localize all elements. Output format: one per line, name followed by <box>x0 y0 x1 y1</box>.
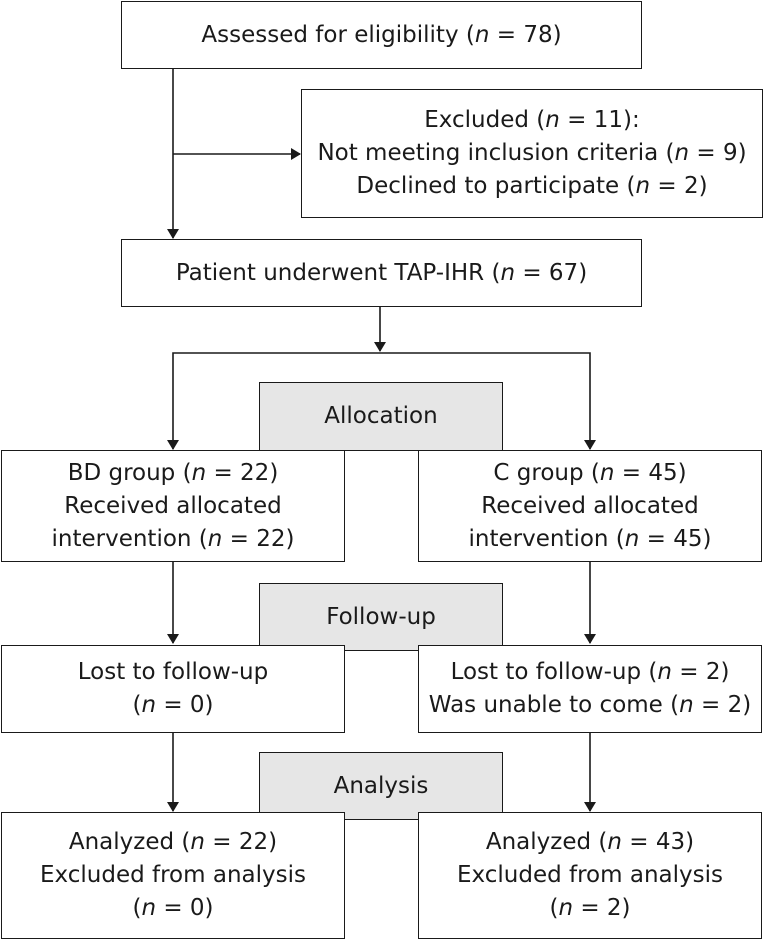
line-text-pre: Allocation <box>324 403 438 429</box>
underwent-line-1: Patient underwent TAP-IHR (n = 67) <box>176 257 587 290</box>
line-text-pre: Lost to follow-up ( <box>450 659 658 685</box>
line-text-pre: Analyzed ( <box>485 829 608 855</box>
n-symbol: n <box>674 140 690 166</box>
c-group-line-1: C group (n = 45) <box>493 457 686 490</box>
n-symbol: n <box>141 692 157 718</box>
assessed-line-1: Assessed for eligibility (n = 78) <box>201 19 561 52</box>
allocation-line-1: Allocation <box>324 400 437 433</box>
bd-analyzed-line-3: (n = 0) <box>132 892 213 925</box>
line-text-post: = 0) <box>156 895 214 921</box>
line-text-post: = 45) <box>639 525 712 552</box>
line-text-pre: Received allocated <box>64 492 282 519</box>
n-symbol: n <box>558 895 574 921</box>
line-text-pre: Patient underwent TAP-IHR ( <box>175 259 501 286</box>
followup-stage-box: Follow-up <box>259 583 503 651</box>
line-text-pre: ( <box>549 895 559 921</box>
line-text-post: = 0) <box>156 692 214 718</box>
n-symbol: n <box>474 21 490 48</box>
bd-group-line-3: intervention (n = 22) <box>52 523 295 556</box>
excluded-line-2: Not meeting inclusion criteria (n = 9) <box>317 137 746 170</box>
line-text-pre: Excluded from analysis <box>457 862 723 888</box>
underwent-box: Patient underwent TAP-IHR (n = 67) <box>121 239 642 307</box>
line-text-pre: Not meeting inclusion criteria ( <box>317 140 675 166</box>
line-text-pre: Analyzed ( <box>68 829 191 855</box>
line-text-pre: ( <box>132 692 142 718</box>
line-text-pre: Received allocated <box>481 492 699 519</box>
n-symbol: n <box>599 459 615 486</box>
n-symbol: n <box>679 692 694 718</box>
line-text-post: = 2) <box>650 173 708 199</box>
bd-analyzed-box: Analyzed (n = 22)Excluded from analysis(… <box>1 812 345 939</box>
assessed-box: Assessed for eligibility (n = 78) <box>121 1 642 69</box>
n-symbol: n <box>207 525 223 552</box>
c-group-line-2: Received allocated <box>481 490 698 523</box>
excluded-line-1: Excluded (n = 11): <box>424 104 639 137</box>
n-symbol: n <box>607 829 622 855</box>
c-analyzed-line-3: (n = 2) <box>549 892 630 925</box>
excluded-box: Excluded (n = 11):Not meeting inclusion … <box>301 89 763 218</box>
c-analyzed-line-2: Excluded from analysis <box>457 859 723 892</box>
line-text-post: = 9) <box>689 140 747 166</box>
excluded-line-3: Declined to participate (n = 2) <box>356 170 707 203</box>
line-text-post: = 22) <box>222 525 295 552</box>
c-lost-line-2: Was unable to come (n = 2) <box>429 689 751 722</box>
line-text-pre: BD group ( <box>67 459 192 486</box>
n-symbol: n <box>190 829 205 855</box>
line-text-post: = 22) <box>204 829 278 855</box>
line-text-pre: Excluded ( <box>424 107 546 133</box>
line-text-pre: Was unable to come ( <box>428 692 680 718</box>
analysis-stage-box: Analysis <box>259 752 503 820</box>
line-text-pre: Excluded from analysis <box>40 862 306 888</box>
line-text-post: = 22) <box>206 459 279 486</box>
n-symbol: n <box>624 525 640 552</box>
c-lost-box: Lost to follow-up (n = 2)Was unable to c… <box>418 645 762 733</box>
allocation-stage-box: Allocation <box>259 382 503 451</box>
bd-lost-line-2: (n = 0) <box>132 689 213 722</box>
n-symbol: n <box>191 459 207 486</box>
n-symbol: n <box>657 659 672 685</box>
connector-split-c <box>380 352 596 450</box>
line-text-post: = 2) <box>693 692 752 718</box>
analysis-line-1: Analysis <box>334 770 429 803</box>
bd-group-line-2: Received allocated <box>64 490 281 523</box>
line-text-pre: Follow-up <box>326 603 436 630</box>
c-lost-line-1: Lost to follow-up (n = 2) <box>451 656 730 689</box>
line-text-pre: Lost to follow-up <box>77 659 269 685</box>
n-symbol: n <box>635 173 651 199</box>
c-group-line-3: intervention (n = 45) <box>469 523 712 556</box>
line-text-post: = 2) <box>573 895 631 921</box>
bd-analyzed-line-1: Analyzed (n = 22) <box>69 826 277 859</box>
bd-lost-line-1: Lost to follow-up <box>78 656 269 689</box>
n-symbol: n <box>500 259 516 286</box>
line-text-pre: intervention ( <box>468 525 625 552</box>
n-symbol: n <box>545 107 560 133</box>
bd-analyzed-line-2: Excluded from analysis <box>40 859 306 892</box>
bd-lost-box: Lost to follow-up (n = 0) <box>1 645 345 733</box>
line-text-post: = 2) <box>671 659 730 685</box>
bd-group-line-1: BD group (n = 22) <box>68 457 279 490</box>
line-text-pre: Analysis <box>333 772 429 799</box>
line-text-post: = 78) <box>489 21 562 48</box>
line-text-pre: Assessed for eligibility ( <box>201 21 475 48</box>
connector-split-bd <box>167 352 380 450</box>
line-text-pre: C group ( <box>493 459 600 486</box>
c-analyzed-box: Analyzed (n = 43)Excluded from analysis(… <box>418 812 762 939</box>
c-analyzed-line-1: Analyzed (n = 43) <box>486 826 694 859</box>
line-text-pre: Declined to participate ( <box>356 173 636 199</box>
line-text-post: = 45) <box>614 459 687 486</box>
line-text-post: = 43) <box>621 829 695 855</box>
line-text-pre: ( <box>132 895 142 921</box>
line-text-post: = 11): <box>559 107 640 133</box>
line-text-pre: intervention ( <box>51 525 208 552</box>
n-symbol: n <box>141 895 157 921</box>
followup-line-1: Follow-up <box>326 601 436 634</box>
line-text-post: = 67) <box>515 259 588 286</box>
